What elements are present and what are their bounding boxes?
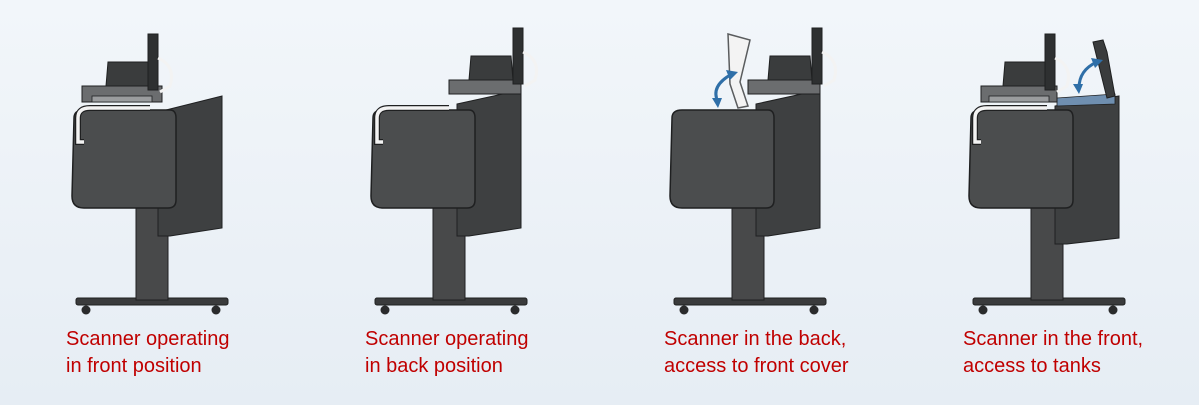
caster-wheel	[809, 305, 819, 315]
caster-wheel	[978, 305, 988, 315]
scanner-unit	[767, 55, 813, 81]
printer-illustration	[669, 27, 837, 315]
tank-cover-open	[1092, 39, 1116, 99]
scanner-cable	[522, 50, 538, 88]
caster-wheel	[211, 305, 221, 315]
panel-back-position: Scanner operating in back position	[299, 0, 599, 405]
caster-wheel	[679, 305, 689, 315]
scanner-tray	[747, 79, 821, 95]
scanner-panel	[1044, 33, 1056, 91]
caster-wheel	[81, 305, 91, 315]
caption-line: Scanner operating	[66, 328, 230, 350]
caption-line: Scanner in the back,	[664, 328, 847, 350]
scanner-panel	[512, 27, 524, 85]
caption-line: Scanner in the front,	[963, 328, 1144, 350]
printer-illustration	[968, 33, 1126, 315]
printer-body	[71, 109, 177, 209]
scanner-unit	[468, 55, 514, 81]
caption-line: Scanner operating	[365, 328, 529, 350]
front-handle	[973, 106, 1047, 144]
panel-tank-access: Scanner in the front, access to tanks	[897, 0, 1197, 405]
caption-line: access to tanks	[963, 355, 1101, 377]
scanner-panel	[147, 33, 159, 91]
front-cover-open	[727, 33, 751, 109]
panel-front-cover-access: Scanner in the back, access to front cov…	[598, 0, 898, 405]
front-handle	[375, 106, 449, 144]
printer-body	[968, 109, 1074, 209]
scanner-unit	[105, 61, 153, 87]
panel-front-position: Scanner operating in front position	[0, 0, 300, 405]
front-handle	[76, 106, 150, 144]
printer-illustration	[71, 33, 229, 315]
printer-illustration	[370, 27, 538, 315]
scanner-unit	[1002, 61, 1050, 87]
caption-line: access to front cover	[664, 355, 849, 377]
scanner-tray	[448, 79, 522, 95]
caption-line: in front position	[66, 355, 202, 377]
scanner-cable	[821, 50, 837, 88]
caption: Scanner in the front, access to tanks	[963, 326, 1193, 380]
scanner-panel	[811, 27, 823, 85]
ink-tanks	[1056, 93, 1116, 107]
caster-wheel	[510, 305, 520, 315]
caster-wheel	[380, 305, 390, 315]
caption: Scanner operating in front position	[66, 326, 296, 380]
printer-body	[370, 109, 476, 209]
caption-line: in back position	[365, 355, 503, 377]
scanner-cable	[157, 56, 173, 94]
printer-body	[669, 109, 775, 209]
caption: Scanner in the back, access to front cov…	[664, 326, 894, 380]
caster-wheel	[1108, 305, 1118, 315]
scanner-cable	[1054, 56, 1070, 94]
caption: Scanner operating in back position	[365, 326, 595, 380]
